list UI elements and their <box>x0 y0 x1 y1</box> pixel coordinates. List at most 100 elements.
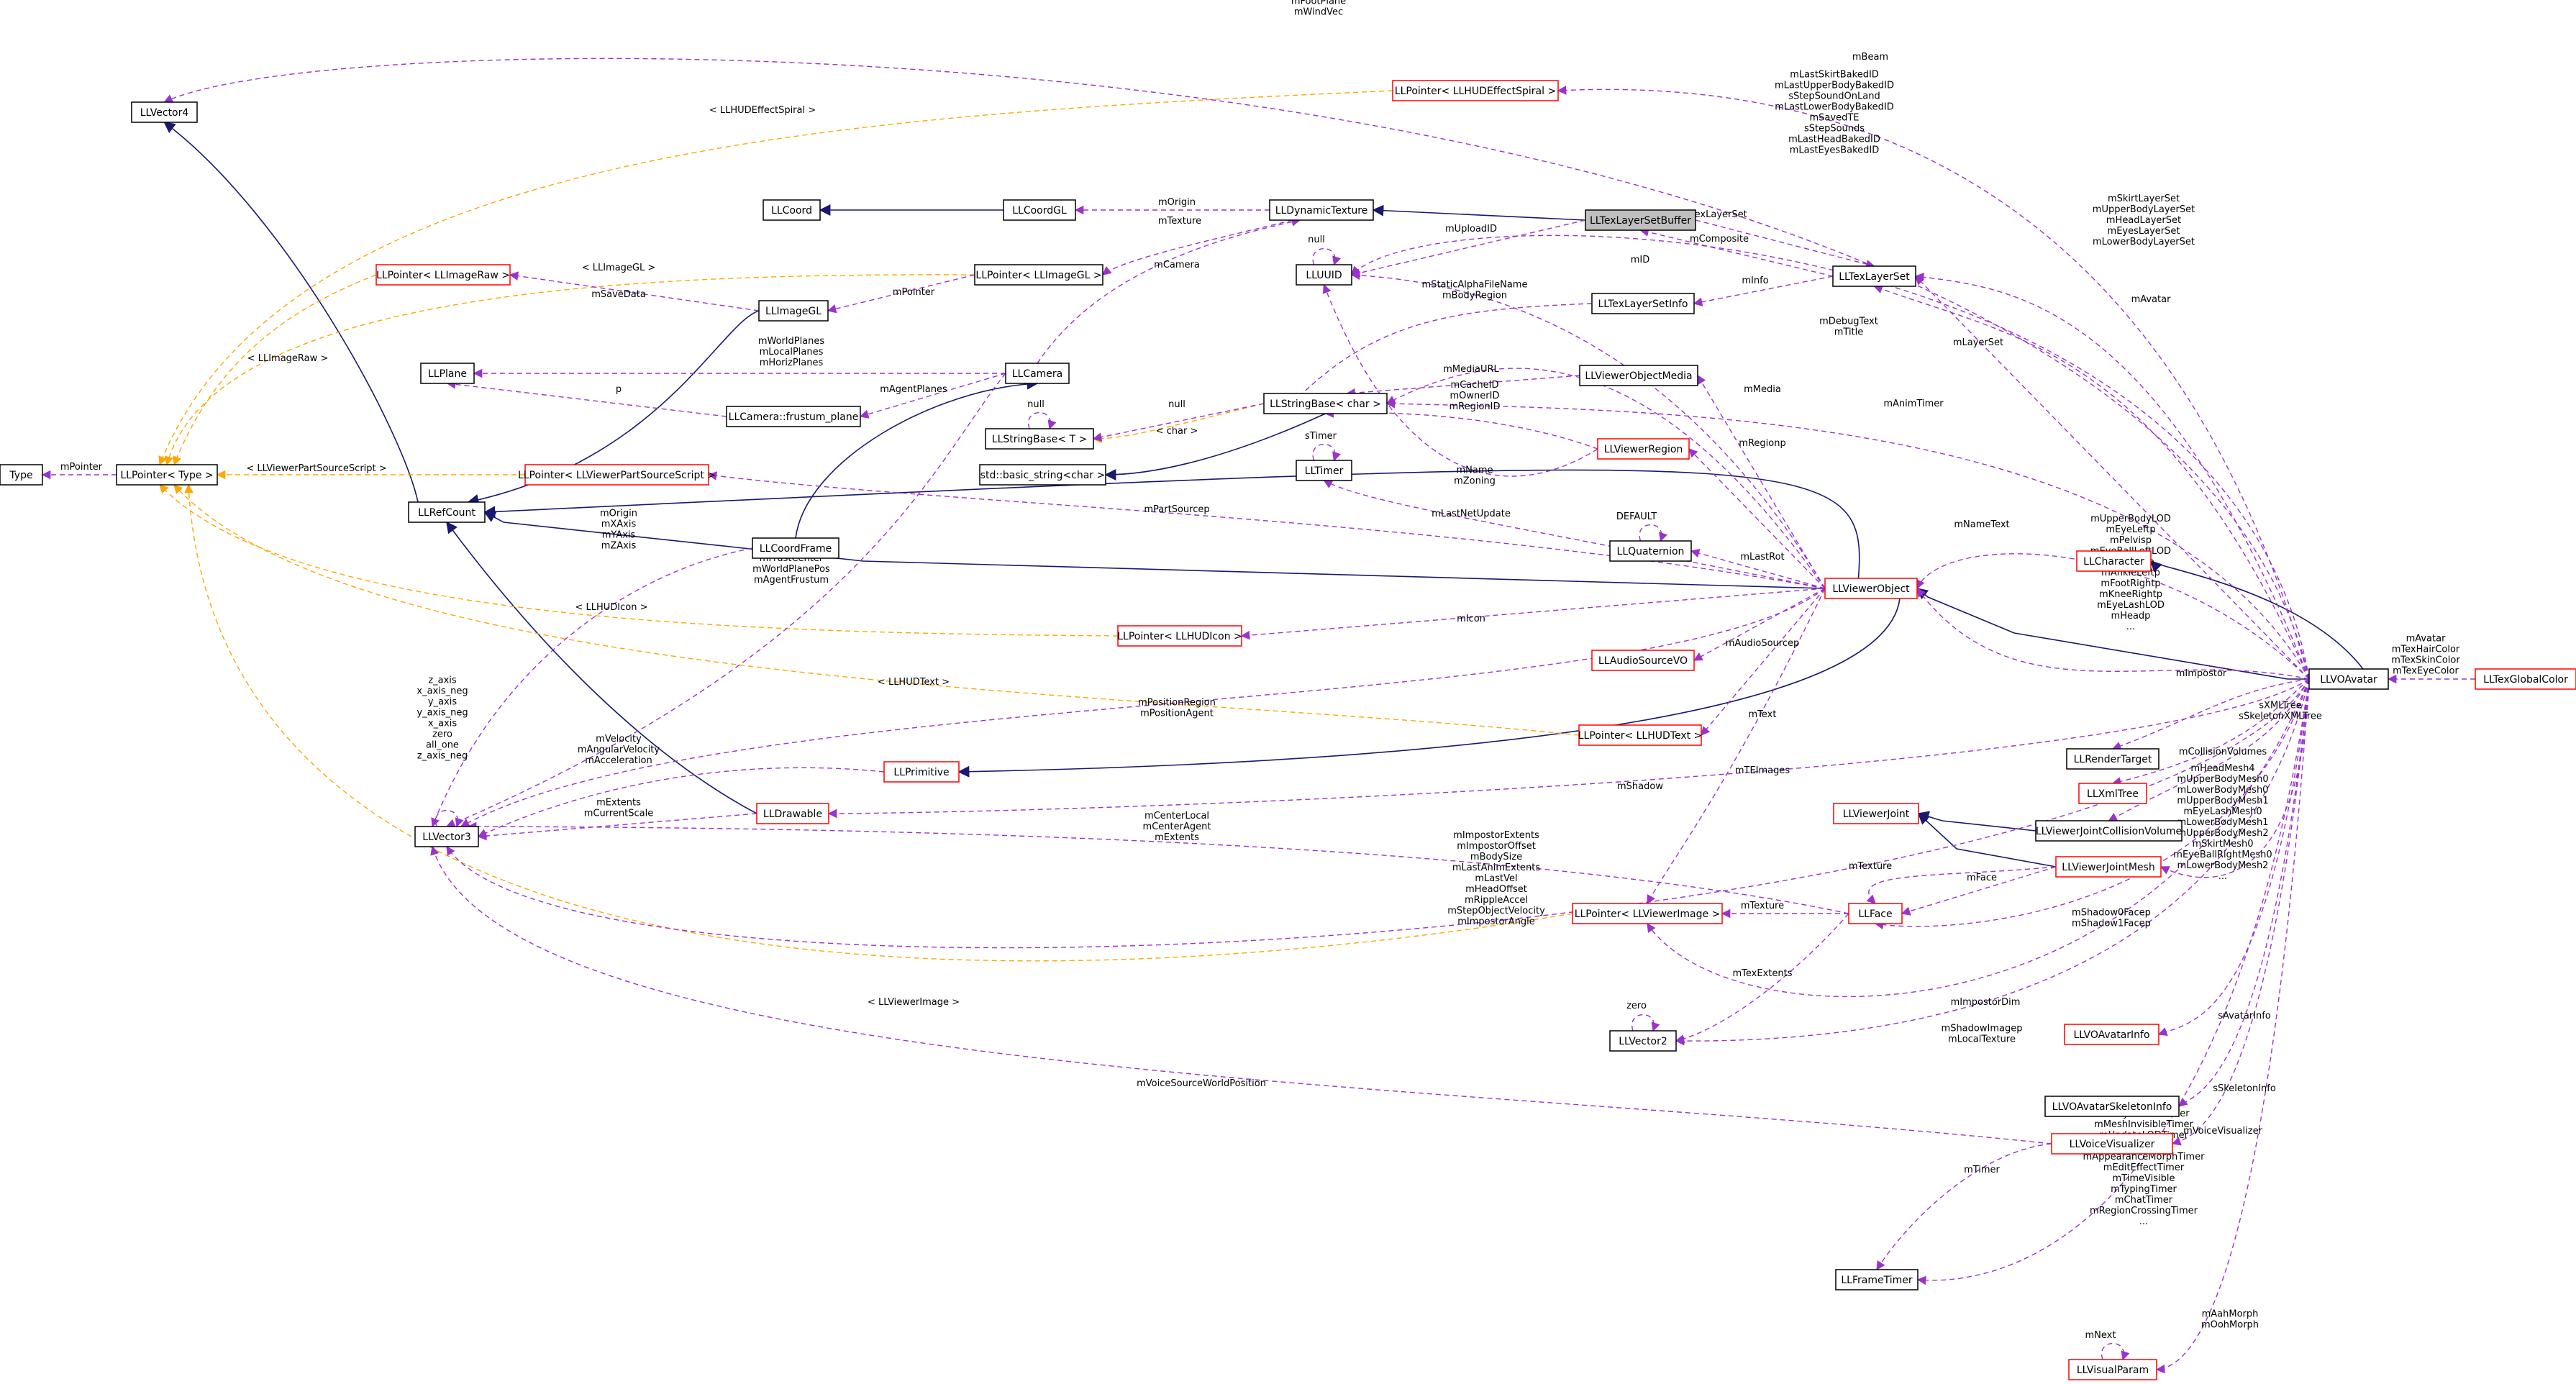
class-node-lltimer[interactable]: LLTimer <box>1296 460 1352 481</box>
class-node-llrender-target[interactable]: LLRenderTarget <box>2066 748 2159 770</box>
class-node-llcoord-gl[interactable]: LLCoordGL <box>1003 199 1076 221</box>
class-node-llviewer-object[interactable]: LLViewerObject <box>1824 578 1918 599</box>
class-node-llviewer-region[interactable]: LLViewerRegion <box>1597 438 1690 460</box>
class-node-llaudio-source-vo[interactable]: LLAudioSourceVO <box>1591 650 1695 671</box>
usage-edge <box>1697 374 1826 589</box>
edge-label-line: mLocalPlanes <box>760 347 824 358</box>
edge-label-pointer: mPointer <box>893 287 935 298</box>
class-name: LLVector3 <box>422 832 471 843</box>
edge-label-line: mImpostorExtents <box>1453 830 1539 841</box>
edge-label-line: mBodySize <box>1470 852 1522 862</box>
class-node-llvector4[interactable]: LLVector4 <box>131 101 198 123</box>
edge-label-line: mExtents <box>596 798 641 809</box>
class-name: LLCharacter <box>2083 556 2144 568</box>
edge-label-line: mImpostor <box>2176 668 2227 679</box>
usage-edge <box>1915 276 2310 680</box>
edge-label-line: mIcon <box>1457 614 1485 624</box>
class-node-lltex-layer-set-info[interactable]: LLTexLayerSetInfo <box>1591 293 1695 314</box>
edge-label-line: < LLViewerPartSourceScript > <box>246 463 386 474</box>
class-node-llcamera[interactable]: LLCamera <box>1005 363 1070 384</box>
class-node-llvector3[interactable]: LLVector3 <box>414 826 479 847</box>
edge-label-line: mRegionCrossingTimer <box>2090 1206 2198 1216</box>
class-box <box>1609 1030 1677 1052</box>
class-node-lltex-global-color[interactable]: LLTexGlobalColor <box>2475 668 2576 690</box>
edge-label-line: mCenterLocal <box>1144 811 1209 821</box>
class-node-llcharacter[interactable]: LLCharacter <box>2076 550 2152 572</box>
edge-label-line: mSkirtMesh0 <box>2193 839 2254 850</box>
class-node-llplane[interactable]: LLPlane <box>420 363 475 384</box>
class-node-llpointer-image-gl[interactable]: LLPointer< LLImageGL > <box>974 264 1103 286</box>
class-node-lldynamic-texture[interactable]: LLDynamicTexture <box>1269 199 1374 221</box>
class-node-llvector2[interactable]: LLVector2 <box>1609 1030 1677 1052</box>
usage-edge <box>1281 303 1593 414</box>
class-node-lltex-layer-set-buffer[interactable]: LLTexLayerSetBuffer <box>1585 209 1696 231</box>
class-box <box>2066 748 2159 770</box>
class-node-lltex-layer-set[interactable]: LLTexLayerSet <box>1832 265 1916 287</box>
edge-label-line: mAnimTimer <box>1883 399 1944 409</box>
class-node-llcamera-frustum-plane[interactable]: LLCamera::frustum_plane <box>726 406 861 427</box>
edge-label-avatar-ls: mAvatar <box>2131 294 2172 305</box>
edge-label-imageraw: < LLImageRaw > <box>247 353 329 364</box>
class-name: LLCoord <box>771 205 812 217</box>
class-name: LLImageGL <box>765 306 822 317</box>
class-box <box>1585 209 1696 231</box>
class-node-llpointer-part-source[interactable]: LLPointer< LLViewerPartSourceScript > <box>518 464 716 486</box>
class-node-llpointer-hudeffect-spiral[interactable]: LLPointer< LLHUDEffectSpiral > <box>1392 80 1559 101</box>
edge-label-line: mHeadMesh4 <box>2190 763 2254 774</box>
class-node-type[interactable]: Type <box>0 464 43 486</box>
usage-edge <box>1102 219 1293 276</box>
class-node-llref-count[interactable]: LLRefCount <box>408 501 486 523</box>
edge-label-partsourcep: mPartSourcep <box>1144 504 1209 515</box>
class-node-llcoord-frame[interactable]: LLCoordFrame <box>752 537 839 559</box>
class-name: LLCamera <box>1012 368 1063 380</box>
class-node-llpointer-type[interactable]: LLPointer< Type > <box>116 464 218 486</box>
class-name: LLPointer< LLHUDText > <box>1578 730 1703 742</box>
class-node-llprimitive[interactable]: LLPrimitive <box>883 761 960 783</box>
class-node-llstring-base-char[interactable]: LLStringBase< char > <box>1263 393 1388 414</box>
class-node-llviewer-object-media[interactable]: LLViewerObjectMedia <box>1579 365 1698 386</box>
class-node-llvoavatar-info[interactable]: LLVOAvatarInfo <box>2064 1024 2159 1045</box>
class-box <box>2055 856 2162 878</box>
class-node-llxml-tree[interactable]: LLXmlTree <box>2078 783 2147 804</box>
class-name: LLVOAvatar <box>2320 674 2377 686</box>
class-node-llvoavatar[interactable]: LLVOAvatar <box>2308 668 2389 690</box>
class-name: LLPrimitive <box>893 767 949 778</box>
class-node-llvisual-param[interactable]: LLVisualParam <box>2068 1359 2157 1380</box>
inheritance-edge <box>163 122 419 503</box>
class-node-llface[interactable]: LLFace <box>1848 903 1903 924</box>
edge-label-nametext: mNameText <box>1954 519 2009 530</box>
edge-label-line: < LLImageGL > <box>582 263 656 273</box>
class-box <box>1609 540 1692 562</box>
edge-label-line: mInfo <box>1742 276 1768 286</box>
edge-label-line: mLowerBodyMesh2 <box>2177 860 2269 871</box>
class-node-lluuid[interactable]: LLUUID <box>1296 264 1352 286</box>
usage-edge <box>1385 399 2310 680</box>
class-node-llvoice-visualizer[interactable]: LLVoiceVisualizer <box>2051 1133 2173 1155</box>
class-node-llpointer-viewer-image[interactable]: LLPointer< LLViewerImage > <box>1572 903 1723 924</box>
class-node-llframe-timer[interactable]: LLFrameTimer <box>1835 1269 1919 1290</box>
edge-label-lod: mUpperBodyLODmEyeLeftpmPelvispmEyeBallLe… <box>2090 514 2171 632</box>
class-node-llpointer-hudtext[interactable]: LLPointer< LLHUDText > <box>1578 724 1703 746</box>
class-node-llquaternion[interactable]: LLQuaternion <box>1609 540 1692 562</box>
class-node-llpointer-hudicon[interactable]: LLPointer< LLHUDIcon > <box>1117 625 1242 647</box>
edge-label-collisionvolumes: mCollisionVolumes <box>2179 747 2267 757</box>
edge-label-line: mLastSkirtBakedID <box>1790 70 1879 81</box>
class-box <box>758 300 829 322</box>
usage-edge <box>1350 270 1826 589</box>
class-node-llviewer-joint-mesh[interactable]: LLViewerJointMesh <box>2055 856 2162 878</box>
class-node-llviewer-joint[interactable]: LLViewerJoint <box>1833 803 1919 824</box>
class-node-llpointer-image-raw[interactable]: LLPointer< LLImageRaw > <box>376 264 511 286</box>
edge-label-line: mLocalTexture <box>1948 1034 2016 1045</box>
class-node-lldrawable[interactable]: LLDrawable <box>756 803 829 824</box>
class-node-std-basic-string[interactable]: std::basic_string<char > <box>979 464 1106 486</box>
class-node-llcoord[interactable]: LLCoord <box>763 199 821 221</box>
class-node-llstring-base-t[interactable]: LLStringBase< T > <box>985 428 1094 450</box>
class-node-llvoavatar-skeleton-info[interactable]: LLVOAvatarSkeletonInfo <box>2044 1096 2180 1117</box>
class-node-llimage-gl[interactable]: LLImageGL <box>758 300 829 322</box>
class-box <box>985 428 1094 450</box>
class-node-llviewer-joint-collision-volume[interactable]: LLViewerJointCollisionVolume <box>2035 820 2183 842</box>
usage-edge <box>1323 480 1826 589</box>
